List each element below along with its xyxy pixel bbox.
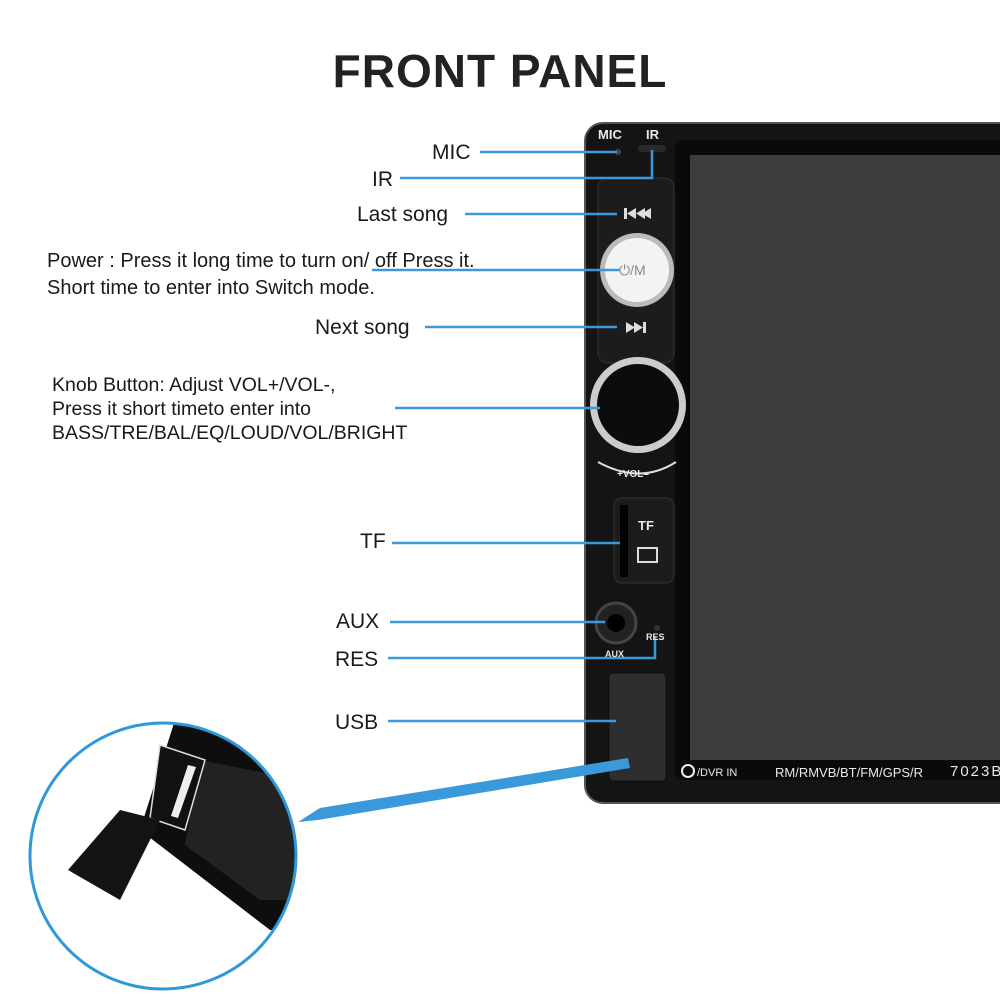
device-ir-label: IR — [646, 127, 659, 142]
usb-cover — [608, 672, 667, 782]
camera-icon — [681, 764, 695, 778]
label-knob-line2: Press it short timeto enter into — [52, 398, 312, 420]
vol-label: +VOL– — [617, 469, 649, 480]
dvr-in-label: /DVR IN — [697, 767, 738, 779]
page-title: FRONT PANEL — [332, 45, 668, 97]
label-last-song: Last song — [357, 203, 449, 226]
label-knob-line3: BASS/TRE/BAL/EQ/LOUD/VOL/BRIGHT — [52, 422, 408, 444]
previous-icon — [624, 208, 651, 219]
label-knob: Knob Button: Adjust VOL+/VOL-, Press it … — [52, 373, 407, 445]
label-usb: USB — [335, 711, 379, 734]
label-knob-line1: Knob Button: Adjust VOL+/VOL-, — [52, 374, 336, 396]
label-power-line1: Power : Press it long time to turn on/ o… — [47, 250, 475, 272]
formats-label: RM/RMVB/BT/FM/GPS/R — [775, 765, 924, 780]
ir-window — [638, 145, 666, 152]
next-icon — [626, 322, 646, 333]
model-label: 7023B — [950, 763, 1000, 780]
device-aux-label: AUX — [605, 649, 625, 659]
power-button-label[interactable]: ⏻/M — [619, 262, 646, 278]
usb-inset — [28, 721, 298, 991]
screen — [690, 155, 1000, 760]
label-next-song: Next song — [315, 316, 410, 339]
usb-arrow — [298, 758, 630, 822]
head-unit — [584, 122, 1000, 804]
tf-slot — [620, 505, 628, 577]
res-hole — [654, 625, 660, 631]
sd-card-icon — [637, 547, 658, 563]
label-power-line2: Short time to enter into Switch mode. — [47, 277, 375, 299]
device-tf-label: TF — [638, 518, 654, 533]
label-mic: MIC — [432, 141, 471, 164]
device-mic-label: MIC — [598, 127, 622, 142]
label-ir: IR — [372, 168, 393, 191]
label-res: RES — [335, 648, 379, 671]
label-tf: TF — [360, 530, 386, 553]
label-power: Power : Press it long time to turn on/ o… — [47, 248, 475, 302]
mic-hole — [615, 149, 621, 155]
device-res-label: RES — [646, 632, 665, 642]
label-aux: AUX — [336, 610, 380, 633]
callout-lines — [372, 150, 657, 723]
usb-cover-flap — [68, 810, 160, 900]
